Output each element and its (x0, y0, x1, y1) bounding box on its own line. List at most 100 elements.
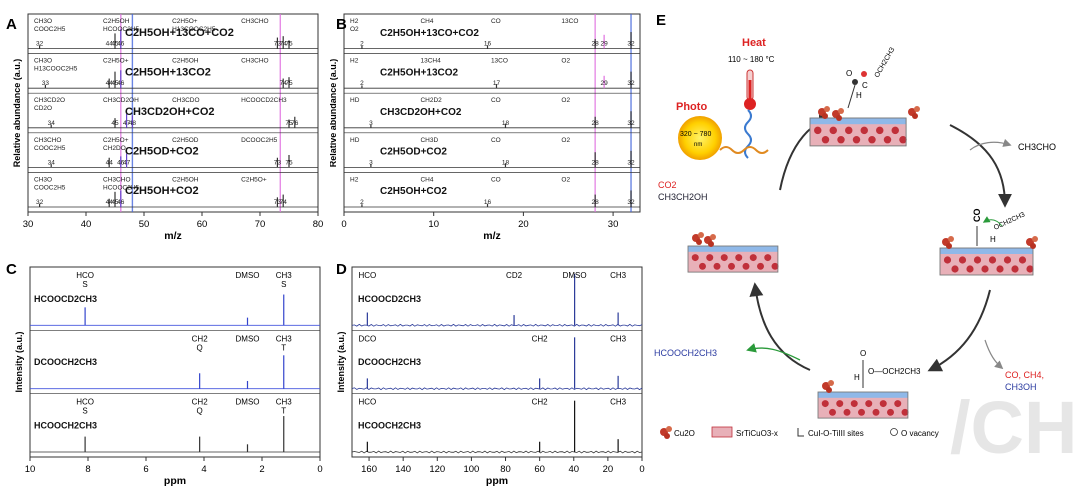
peak-multiplicity: T (281, 407, 286, 416)
mz-label: 73 (274, 159, 282, 166)
species-label: O2 (561, 97, 570, 104)
mz-label: 74 (280, 199, 288, 206)
species-label: COOC2H5 (34, 184, 66, 191)
species-label: C2H5OD (172, 137, 199, 144)
peak-multiplicity: S (82, 280, 87, 289)
species-label: CH3CDO (172, 97, 199, 104)
mz-label: 44 (106, 159, 114, 166)
species-label: H13COOC2H5 (34, 66, 78, 73)
species-label: O2 (561, 58, 570, 65)
cu2o-cluster (818, 106, 830, 119)
species-label: O2 (561, 137, 570, 144)
trace-name: C2H5OH+13CO2 (125, 66, 211, 78)
legend-slab: SrTiCuO3-x (736, 429, 778, 438)
peak-label: DMSO (236, 398, 260, 407)
trace-name: HCOOCD2CH3 (358, 294, 421, 304)
y-axis-label: Intensity (a.u.) (14, 331, 24, 392)
mz-label: 28 (592, 41, 600, 48)
trace-name: C2H5OD+CO2 (125, 146, 199, 158)
peak-label: HCO (76, 271, 94, 280)
label-o-top: O (846, 69, 852, 78)
species-label: H2 (350, 58, 359, 65)
mz-label: 28 (592, 199, 600, 206)
panel-label-b: B (336, 16, 347, 33)
mz-label: 28 (592, 159, 600, 166)
x-tick-label: 80 (313, 219, 324, 230)
y-axis-label: Relative abundance (a.u.) (12, 59, 22, 168)
mz-label: 46 (117, 41, 125, 48)
product-ch3cho: CH3CHO (1018, 142, 1056, 152)
mz-label: 3 (369, 120, 373, 127)
mz-label: 32 (627, 120, 635, 127)
legend-cu2o-icon (660, 426, 672, 439)
label-o-bottom: O (860, 349, 866, 358)
species-label: C2H5O+ (241, 176, 267, 183)
mz-label: 75 (285, 41, 293, 48)
mz-label: 16 (484, 41, 492, 48)
species-label: 13CO (491, 58, 508, 65)
mz-label: 32 (627, 159, 635, 166)
species-label: DCOOC2H5 (241, 137, 278, 144)
panel-label-c: C (6, 261, 17, 278)
reactant-co2: CO2 (658, 180, 677, 190)
peak-label: CH3 (276, 334, 293, 343)
species-label: HCOOC2H5 (103, 184, 140, 191)
species-label: CH3O (34, 58, 52, 65)
peak-label: HCO (76, 398, 94, 407)
species-label: C2H5OH (172, 58, 199, 65)
legend: Cu2O SrTiCuO3-x CuI-O-TiIII sites O vaca… (660, 426, 939, 439)
reactant-ethanol: CH3CH2OH (658, 192, 708, 202)
mz-label: 29 (601, 80, 609, 87)
sun-icon (678, 116, 722, 160)
catalyst-slab-right (940, 248, 1034, 275)
products-side-line1: CO, CH4, (1005, 370, 1044, 380)
mz-label: 32 (36, 41, 44, 48)
panel-label-a: A (6, 16, 17, 33)
species-label: CH3O (34, 176, 52, 183)
species-label: HD (350, 97, 360, 104)
legend-site: CuI-O-TiIII sites (808, 429, 864, 438)
cu2o-cluster (704, 234, 716, 247)
peak-label: DMSO (563, 271, 587, 280)
mz-label: 16 (484, 199, 492, 206)
x-tick-label: 140 (395, 464, 411, 475)
cycle-arc-bottom-left (755, 285, 810, 370)
x-tick-label: 0 (317, 464, 322, 475)
trace-baseline (352, 388, 642, 390)
release-arrow-ch3cho (970, 142, 1010, 150)
mz-label: 2 (360, 41, 364, 48)
peak-label: CH3 (276, 398, 293, 407)
species-label: C2H5O+ (103, 58, 129, 65)
x-tick-label: 40 (568, 464, 579, 475)
trace-name: CH3CD2OH+CO2 (380, 107, 462, 118)
species-label: O2 (350, 26, 359, 33)
x-tick-label: 120 (429, 464, 445, 475)
trace-name: CH3CD2OH+CO2 (125, 106, 215, 118)
mz-label: 47 (123, 159, 131, 166)
x-tick-label: 50 (139, 219, 150, 230)
cu2o-cluster (1026, 236, 1038, 249)
peak-label: CH2 (532, 334, 549, 343)
mz-label: 76 (291, 120, 299, 127)
species-label: CH2DO (103, 145, 126, 152)
mz-label: 2 (360, 80, 364, 87)
heat-range: 110 ~ 180 °C (728, 55, 775, 64)
species-label: H2 (350, 176, 359, 183)
species-label: CH3O (34, 18, 52, 25)
label-co-right: CO (972, 209, 982, 223)
species-label: HCOOC2H5 (103, 26, 140, 33)
trace-name: C2H5OH+13CO2 (380, 67, 459, 78)
release-arrow-side (985, 340, 1002, 368)
peak-multiplicity: S (82, 407, 87, 416)
species-label: CH3CD2OH (103, 97, 139, 104)
species-label: CD2O (34, 105, 52, 112)
x-tick-label: 80 (500, 464, 511, 475)
label-h-right: H (990, 235, 996, 244)
species-label: HD (350, 137, 360, 144)
mz-label: 2 (360, 199, 364, 206)
trace-name: HCOOCH2CH3 (34, 421, 97, 431)
x-tick-label: 30 (608, 219, 619, 230)
